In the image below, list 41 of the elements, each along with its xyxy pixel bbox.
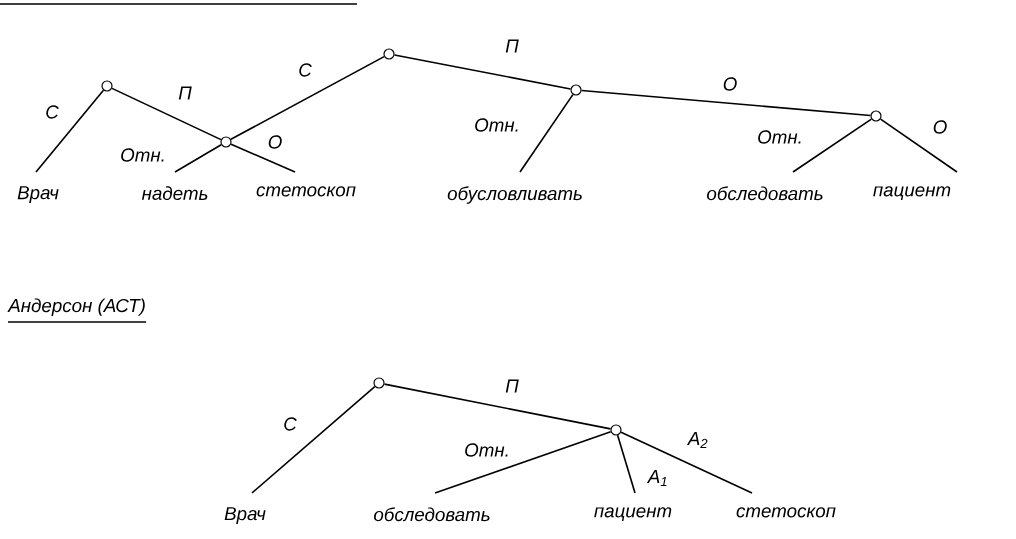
tree-branch — [620, 431, 753, 494]
edge-label: С — [282, 416, 298, 432]
edge-label: Отн. — [463, 442, 512, 458]
edge-label: О — [931, 119, 949, 135]
edge-label: П — [504, 38, 520, 54]
edge-label: A$_{1}$ — [646, 468, 670, 488]
edge-label: Отн. — [119, 147, 168, 163]
word-label: пациент — [594, 507, 672, 522]
edge-label: П — [504, 378, 520, 394]
tree-branch — [230, 143, 296, 173]
tree-branch — [792, 118, 873, 173]
tree-branch — [580, 89, 872, 117]
tree-branch — [879, 118, 958, 173]
tree-branch — [251, 385, 376, 494]
word-label: обусловливать — [447, 186, 582, 204]
tree-branch — [434, 431, 612, 494]
tree-branch — [35, 89, 105, 173]
tree-branch — [519, 93, 574, 173]
word-label: надеть — [141, 186, 208, 200]
edge-label: П — [177, 85, 193, 101]
underlined-heading: Андерсон (АСТ) — [7, 298, 147, 323]
word-label: стетоскоп — [736, 507, 836, 518]
tree-branch — [111, 87, 222, 141]
word-label: Врач — [224, 507, 266, 524]
edge-label: С — [44, 104, 60, 120]
edge-label: О — [266, 134, 284, 150]
edge-label: О — [721, 76, 739, 92]
tree-branch — [393, 54, 572, 90]
tree-branch — [230, 55, 385, 141]
edge-label: С — [297, 62, 313, 78]
word-label: Врач — [17, 186, 59, 203]
word-label: пациент — [873, 186, 951, 201]
edge-label: Отн. — [473, 117, 522, 133]
tree-branch — [616, 434, 636, 494]
word-label: обследовать — [707, 186, 823, 201]
word-label: обследовать — [374, 507, 490, 522]
tree-branch — [383, 383, 612, 430]
edge-label: A$_{2}$ — [686, 430, 710, 450]
edge-label: Отн. — [755, 129, 805, 145]
word-label: стетоскоп — [256, 186, 356, 197]
tree-branch — [174, 144, 222, 173]
